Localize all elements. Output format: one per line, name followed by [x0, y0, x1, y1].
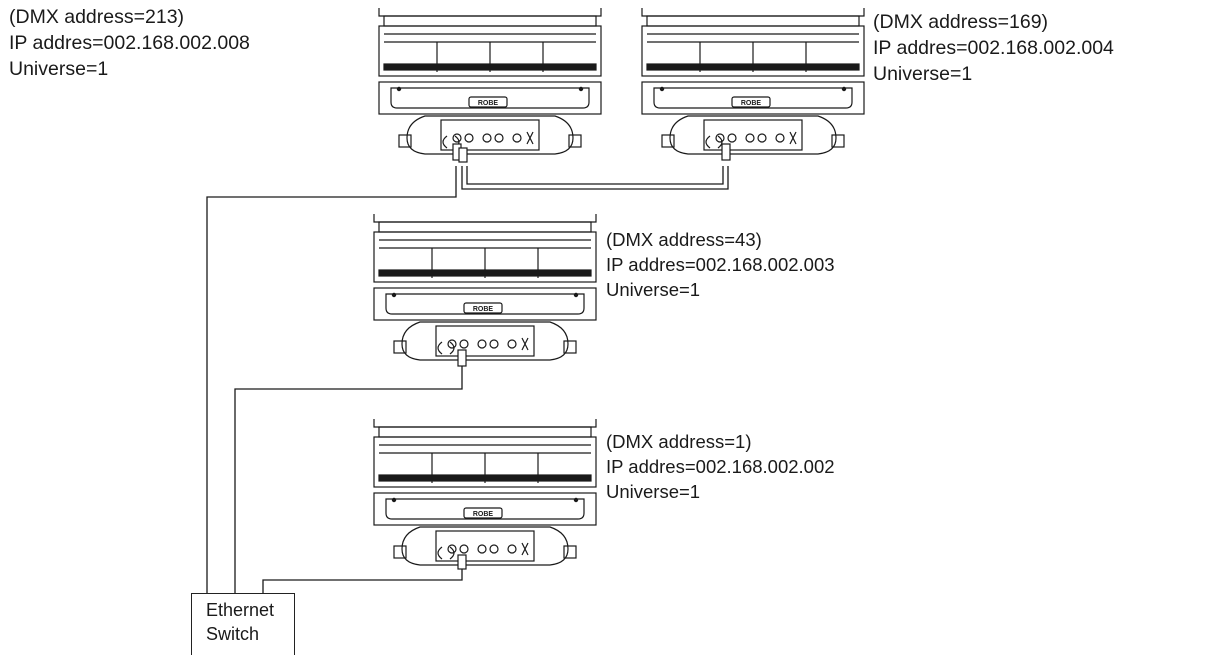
robe-logo: ROBE [478, 100, 499, 107]
universe-label: Universe=1 [606, 481, 701, 502]
moving-head-fixture-4: ROBE [373, 419, 597, 570]
moving-head-fixture-1: ROBE [378, 8, 602, 163]
universe-label: Universe=1 [606, 279, 701, 300]
universe-label: Universe=1 [873, 63, 973, 85]
dmx-address-label: (DMX address=43) [606, 229, 762, 250]
robe-logo: ROBE [473, 511, 494, 518]
fixture-1-label: (DMX address=213) IP addres=002.168.002.… [9, 4, 250, 82]
robe-logo: ROBE [741, 100, 762, 107]
ip-address-label: IP addres=002.168.002.004 [873, 37, 1114, 59]
cable-fixture1-fixture2 [461, 166, 729, 190]
universe-label: Universe=1 [9, 58, 109, 80]
fixture-2-label: (DMX address=169) IP addres=002.168.002.… [873, 9, 1114, 87]
dmx-address-label: (DMX address=1) [606, 431, 752, 452]
switch-label-line-1: Ethernet [206, 600, 275, 620]
robe-logo: ROBE [473, 306, 494, 313]
ip-address-label: IP addres=002.168.002.008 [9, 32, 250, 54]
fixture-3-label: (DMX address=43) IP addres=002.168.002.0… [606, 227, 835, 302]
cable-switch-fixture4 [262, 568, 463, 593]
cable-switch-fixture3 [234, 360, 463, 593]
moving-head-fixture-2: ROBE [641, 8, 865, 161]
moving-head-fixture-3: ROBE [373, 214, 597, 367]
cable-switch-fixture1 [206, 166, 457, 593]
ip-address-label: IP addres=002.168.002.002 [606, 456, 835, 477]
ethernet-switch: Ethernet Switch [191, 593, 295, 655]
dmx-address-label: (DMX address=213) [9, 6, 185, 28]
switch-label-line-2: Switch [206, 624, 260, 644]
cable-fixture1-fixture2-inner [466, 166, 724, 185]
ip-address-label: IP addres=002.168.002.003 [606, 254, 835, 275]
dmx-address-label: (DMX address=169) [873, 11, 1049, 33]
fixture-4-label: (DMX address=1) IP addres=002.168.002.00… [606, 429, 835, 504]
